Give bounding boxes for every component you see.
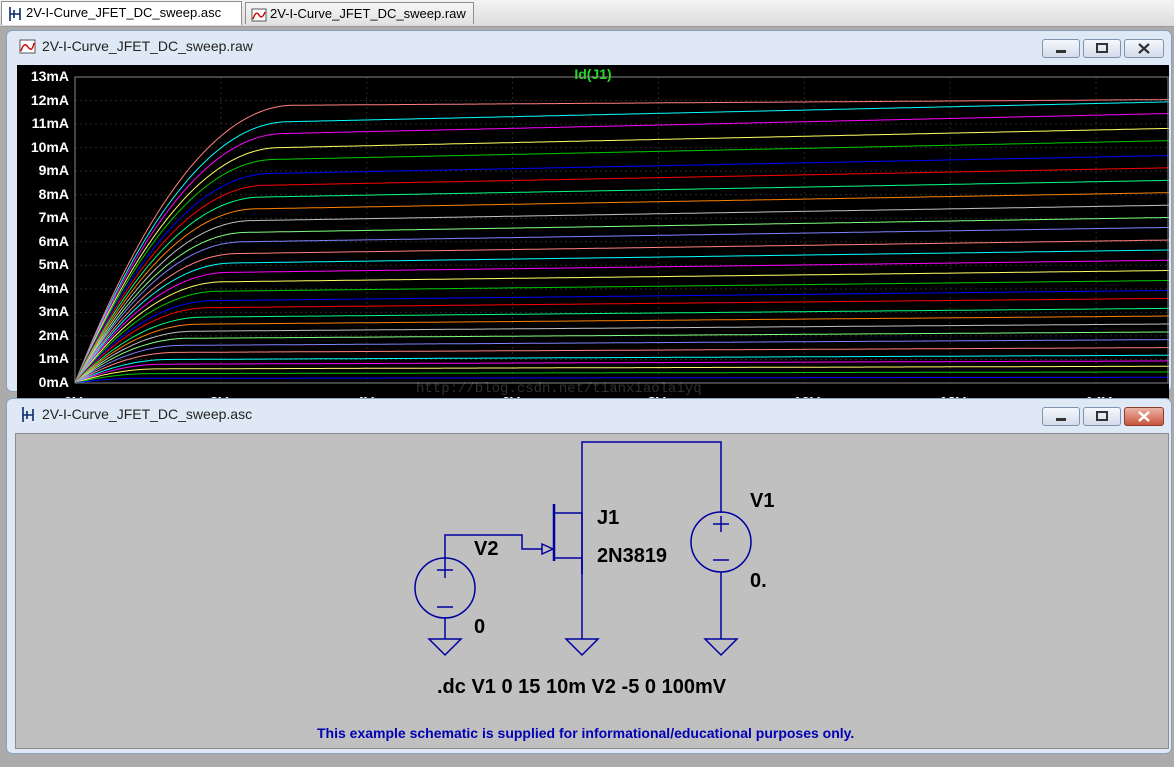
close-button[interactable]	[1124, 407, 1164, 426]
id-curve	[74, 259, 1169, 384]
disclaimer-note[interactable]: This example schematic is supplied for i…	[317, 725, 855, 741]
id-curve	[74, 365, 1169, 384]
id-curve	[74, 217, 1169, 384]
minimize-button[interactable]	[1042, 39, 1080, 58]
v1-source-circle	[690, 511, 752, 573]
close-icon	[1138, 43, 1150, 54]
gate-arrow	[541, 542, 555, 556]
id-curve	[74, 280, 1169, 384]
id-curve	[74, 297, 1169, 384]
id-curve	[74, 127, 1169, 384]
circuit-diagram	[414, 441, 752, 657]
v1-name-label[interactable]: V1	[750, 490, 775, 512]
spice-directive[interactable]: .dc V1 0 15 10m V2 -5 0 100mV	[437, 676, 727, 698]
id-curve	[74, 376, 1169, 384]
id-curve	[74, 360, 1169, 384]
y-tick-label: 11mA	[31, 115, 69, 132]
y-tick-label: 3mA	[38, 303, 69, 320]
wire-gate	[444, 534, 554, 562]
y-tick-label: 10mA	[30, 138, 69, 155]
id-curve	[74, 140, 1169, 384]
restore-button[interactable]	[1083, 39, 1121, 58]
id-curve	[74, 239, 1169, 384]
id-curve	[74, 354, 1169, 384]
y-tick-label: 13mA	[30, 68, 69, 84]
v1-value-label[interactable]: 0.	[750, 570, 767, 592]
y-tick-label: 1mA	[38, 350, 69, 367]
id-curve	[74, 323, 1169, 384]
minimize-button[interactable]	[1042, 407, 1080, 426]
document-tab-bar: 2V-I-Curve_JFET_DC_sweep.asc 2V-I-Curve_…	[0, 0, 1174, 27]
plot-window-title: 2V-I-Curve_JFET_DC_sweep.raw	[42, 38, 253, 54]
jfet-model-label[interactable]: 2N3819	[597, 545, 668, 567]
y-tick-label: 5mA	[38, 256, 69, 273]
watermark: http://blog.csdn.net/tianxiaolaiyq	[416, 381, 702, 397]
ground-v2	[427, 638, 463, 657]
id-curve	[74, 289, 1169, 384]
waveform-icon	[251, 8, 267, 22]
ground-v1	[703, 638, 739, 657]
waveform-plot[interactable]: Id(J1) 0mA 1mA 2mA 3mA 4mA 5mA 6mA 7mA 8mA 9mA 10m…	[17, 65, 1169, 417]
minimize-icon	[1056, 50, 1066, 53]
wire-drain-v1	[581, 441, 722, 574]
id-curve	[74, 204, 1169, 384]
id-curve	[74, 99, 1169, 384]
waveform-icon	[19, 39, 36, 54]
id-curve	[74, 331, 1169, 384]
close-button[interactable]	[1124, 39, 1164, 58]
id-curve	[74, 249, 1169, 384]
id-curve	[74, 270, 1169, 384]
v2-source-circle	[414, 557, 476, 619]
trace-label[interactable]: Id(J1)	[574, 66, 612, 82]
y-tick-label: 7mA	[38, 209, 69, 226]
id-curve	[74, 167, 1169, 384]
jfet-name-label[interactable]: J1	[597, 507, 620, 529]
y-tick-label: 9mA	[38, 162, 69, 179]
ground-jfet	[564, 638, 600, 657]
id-curve	[74, 347, 1169, 384]
v2-value-label[interactable]: 0	[474, 616, 486, 638]
restore-button[interactable]	[1083, 407, 1121, 426]
id-curve	[74, 155, 1169, 384]
y-tick-label: 6mA	[38, 232, 69, 249]
tab-waveform[interactable]: 2V-I-Curve_JFET_DC_sweep.raw	[245, 2, 474, 24]
id-curve	[74, 101, 1169, 384]
tab-label: 2V-I-Curve_JFET_DC_sweep.raw	[270, 6, 466, 21]
jfet-source-lead	[554, 557, 583, 639]
id-curve	[74, 339, 1169, 384]
id-curve	[74, 179, 1169, 384]
schematic-window-titlebar[interactable]: 2V-I-Curve_JFET_DC_sweep.asc	[7, 399, 1171, 429]
plot-window-titlebar[interactable]: 2V-I-Curve_JFET_DC_sweep.raw	[7, 31, 1171, 61]
schematic-icon	[22, 407, 34, 422]
schematic-canvas[interactable]: J1 2N3819 V1 0. V2 0 .dc V1 0 15 10m V2 …	[15, 433, 1169, 749]
v2-name-label[interactable]: V2	[474, 538, 499, 560]
schematic-window: 2V-I-Curve_JFET_DC_sweep.asc	[6, 398, 1172, 754]
tab-label: 2V-I-Curve_JFET_DC_sweep.asc	[26, 5, 222, 20]
id-curve	[74, 371, 1169, 384]
id-curve	[74, 192, 1169, 384]
minimize-icon	[1056, 418, 1066, 421]
plot-window: 2V-I-Curve_JFET_DC_sweep.raw Id(J1) 0mA 1…	[6, 30, 1172, 417]
y-tick-label: 4mA	[38, 279, 69, 296]
jfet-drain-lead	[554, 512, 583, 574]
schematic-icon	[9, 7, 21, 21]
id-curve	[74, 113, 1169, 384]
tab-schematic[interactable]: 2V-I-Curve_JFET_DC_sweep.asc	[1, 1, 242, 25]
restore-icon	[1096, 43, 1108, 53]
y-tick-label: 2mA	[38, 326, 69, 343]
y-tick-label: 0mA	[38, 374, 69, 390]
plot-frame	[74, 76, 1169, 384]
restore-icon	[1096, 411, 1108, 421]
y-tick-label: 12mA	[30, 91, 69, 108]
plot-canvas	[74, 76, 1169, 384]
y-tick-label: 8mA	[38, 185, 69, 202]
close-icon	[1138, 411, 1150, 422]
id-curve	[74, 307, 1169, 384]
schematic-window-title: 2V-I-Curve_JFET_DC_sweep.asc	[42, 406, 253, 422]
id-curve	[74, 226, 1169, 384]
id-curve	[74, 315, 1169, 384]
